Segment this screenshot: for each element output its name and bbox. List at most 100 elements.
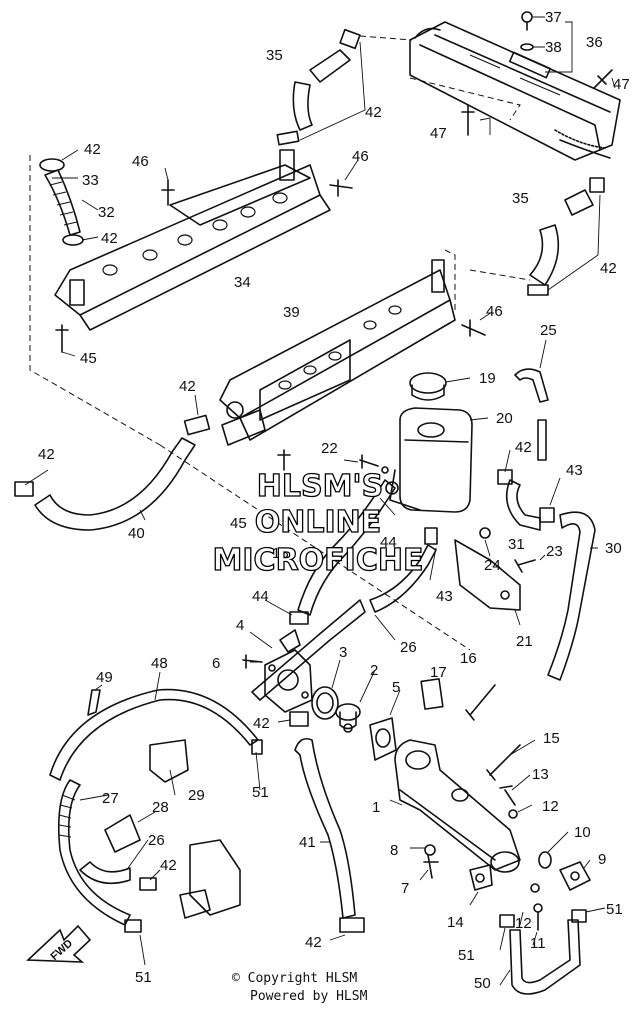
callout-8: 8 bbox=[390, 842, 398, 859]
hose-49 bbox=[87, 689, 101, 716]
callout-25: 25 bbox=[540, 322, 557, 339]
rivet-47-top bbox=[593, 69, 613, 89]
callout-18: 18 bbox=[272, 545, 289, 562]
bolt-37 bbox=[521, 11, 533, 31]
callout-51: 51 bbox=[606, 901, 623, 918]
radiator-39 bbox=[219, 259, 456, 446]
callout-37: 37 bbox=[545, 9, 562, 26]
callout-48: 48 bbox=[151, 655, 168, 672]
washer-38 bbox=[520, 43, 534, 51]
callout-3: 3 bbox=[339, 644, 347, 661]
gasket-14 bbox=[469, 864, 493, 891]
washer-12b bbox=[530, 883, 540, 893]
callout-14: 14 bbox=[447, 914, 464, 931]
callout-47: 47 bbox=[613, 76, 630, 93]
callout-31: 31 bbox=[508, 536, 525, 553]
callout-44: 44 bbox=[380, 534, 397, 551]
callout-45: 45 bbox=[230, 515, 247, 532]
thermostat-2 bbox=[335, 703, 361, 733]
callout-13: 13 bbox=[532, 766, 549, 783]
intercooler-upper-assembly bbox=[409, 21, 621, 161]
hose-30 bbox=[547, 511, 596, 681]
hose-18 bbox=[289, 479, 399, 625]
callout-26: 26 bbox=[400, 639, 417, 656]
water-pipe-1 bbox=[394, 739, 521, 873]
clip-29 bbox=[149, 739, 189, 783]
callout-20: 20 bbox=[496, 410, 513, 427]
rivet-47-left bbox=[461, 104, 475, 136]
callout-10: 10 bbox=[574, 824, 591, 841]
hose-26-lower bbox=[79, 861, 131, 885]
callout-42: 42 bbox=[179, 378, 196, 395]
callout-28: 28 bbox=[152, 799, 169, 816]
callout-34: 34 bbox=[234, 274, 251, 291]
bolt-16 bbox=[465, 684, 496, 721]
callout-5: 5 bbox=[392, 679, 400, 696]
thermostat-housing-4 bbox=[264, 629, 313, 713]
callout-35: 35 bbox=[266, 47, 283, 64]
callout-4: 4 bbox=[236, 617, 244, 634]
callout-15: 15 bbox=[543, 730, 560, 747]
hose-40 bbox=[14, 414, 211, 531]
rivet-46-left bbox=[161, 179, 175, 206]
callout-16: 16 bbox=[460, 650, 477, 667]
gasket-5 bbox=[369, 717, 397, 761]
callout-7: 7 bbox=[401, 880, 409, 897]
watermark: HLSM'S ONLINE MICROFICHE bbox=[212, 468, 424, 578]
callout-17: 17 bbox=[430, 664, 447, 681]
hose-35-top bbox=[276, 28, 361, 146]
washer-12a bbox=[508, 809, 518, 819]
callout-23: 23 bbox=[546, 543, 563, 560]
callout-27: 27 bbox=[102, 790, 119, 807]
callout-46: 46 bbox=[486, 303, 503, 320]
callout-47: 47 bbox=[430, 125, 447, 142]
callout-51: 51 bbox=[252, 784, 269, 801]
hose-26-mid bbox=[251, 599, 366, 701]
hose-48 bbox=[49, 688, 263, 781]
callout-1: 1 bbox=[372, 799, 380, 816]
callout-32: 32 bbox=[98, 204, 115, 221]
callout-12: 12 bbox=[515, 915, 532, 932]
callout-9: 9 bbox=[598, 851, 606, 868]
bracket-21 bbox=[454, 539, 521, 611]
clamp-42-lower bbox=[139, 877, 157, 891]
callout-35: 35 bbox=[512, 190, 529, 207]
clip-28 bbox=[104, 814, 141, 853]
fwd-arrow-icon: FWD bbox=[26, 924, 92, 963]
nut-24 bbox=[479, 527, 491, 539]
powered-by-text: Powered by HLSM bbox=[250, 989, 368, 1004]
hose-33-corrugated bbox=[39, 158, 84, 246]
fitting-11 bbox=[533, 903, 543, 931]
hose-27-corrugated bbox=[57, 779, 142, 933]
callout-42: 42 bbox=[84, 141, 101, 158]
callout-44: 44 bbox=[252, 588, 269, 605]
callout-6: 6 bbox=[212, 655, 220, 672]
watermark-line-3: MICROFICHE bbox=[213, 543, 424, 578]
hose-35-right bbox=[527, 177, 605, 296]
callout-11: 11 bbox=[530, 935, 546, 952]
rivet-46-right bbox=[329, 179, 353, 197]
watermark-line-1: HLSM'S bbox=[257, 469, 383, 504]
tube-25 bbox=[514, 368, 549, 461]
bolt-6 bbox=[242, 654, 263, 669]
bolt-22 bbox=[359, 454, 389, 474]
callout-42: 42 bbox=[253, 715, 270, 732]
bolt-15 bbox=[486, 744, 521, 781]
callout-46: 46 bbox=[352, 148, 369, 165]
sensor-9 bbox=[559, 861, 591, 891]
callout-43: 43 bbox=[436, 588, 453, 605]
reservoir-tank-20 bbox=[389, 407, 473, 513]
callout-42: 42 bbox=[160, 857, 177, 874]
callout-42: 42 bbox=[101, 230, 118, 247]
callout-19: 19 bbox=[479, 370, 496, 387]
callout-33: 33 bbox=[82, 172, 99, 189]
callout-45: 45 bbox=[80, 350, 97, 367]
hose-41 bbox=[289, 711, 365, 933]
callout-42: 42 bbox=[600, 260, 617, 277]
callout-49: 49 bbox=[96, 669, 113, 686]
copyright-text: © Copyright HLSM bbox=[232, 971, 357, 986]
radiator-34 bbox=[54, 149, 331, 331]
callout-30: 30 bbox=[605, 540, 622, 557]
callout-2: 2 bbox=[370, 662, 378, 679]
